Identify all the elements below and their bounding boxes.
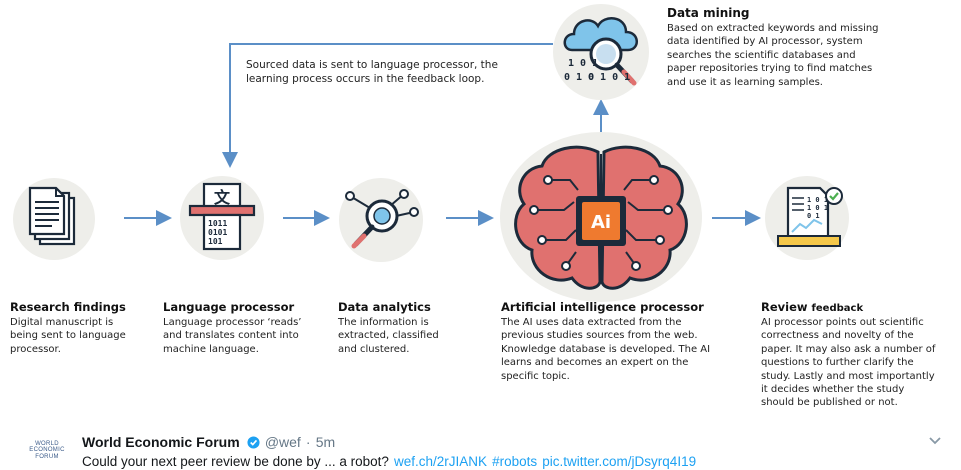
tweet-text: Could your next peer review be done by .… xyxy=(82,454,389,469)
tweet-author-name[interactable]: World Economic Forum xyxy=(82,434,240,450)
ai-brain-icon: Ai xyxy=(514,145,688,290)
tweet-link-pic[interactable]: pic.twitter.com/jDsyrq4I19 xyxy=(542,454,697,469)
wef-logo-line-3: FORUM xyxy=(35,453,59,460)
translate-glyph: 文 xyxy=(214,188,231,207)
ai-line-1: The AI uses data extracted from the xyxy=(501,317,682,328)
language-line-3: machine language. xyxy=(163,343,259,355)
review-binary-2: 1 0 1 xyxy=(807,204,828,212)
ai-body: The AI uses data extracted from the prev… xyxy=(501,316,710,383)
data-mining-line-4: paper repositories trying to find matche… xyxy=(667,63,873,75)
tweet-time[interactable]: 5m xyxy=(315,434,336,450)
lang-binary-1: 1011 xyxy=(208,219,227,228)
mining-binary-2: 0 1 0 xyxy=(564,72,594,83)
tweet-separator: · xyxy=(305,434,311,450)
tweet-link-wef[interactable]: wef.ch/2rJIANK xyxy=(394,454,488,469)
arrow-feedback-loop xyxy=(222,43,553,168)
ai-line-5: specific topic. xyxy=(501,370,570,382)
wef-logo-line-1: WORLD xyxy=(35,441,59,447)
ai-chip-label: Ai xyxy=(591,212,611,233)
analytics-magnifier-icon xyxy=(345,189,419,249)
review-title-main: Review xyxy=(761,300,808,314)
research-line-1: Digital manuscript is xyxy=(10,317,114,328)
analytics-title: Data analytics xyxy=(338,300,431,314)
data-mining-line-5: and use it as learning samples. xyxy=(667,76,823,88)
tweet-handle[interactable]: @wef xyxy=(264,434,301,450)
ai-line-4: learns and becomes an expert on the xyxy=(501,357,689,369)
review-line-6: it decides whether the study xyxy=(761,384,905,396)
analytics-body: The information is extracted, classified… xyxy=(338,316,439,356)
data-mining-body: Based on extracted keywords and missing … xyxy=(667,22,879,89)
analytics-line-2: extracted, classified xyxy=(338,330,439,342)
feedback-note: Sourced data is sent to language process… xyxy=(246,58,498,86)
lang-binary-3: 101 xyxy=(208,237,223,246)
language-line-2: and translates content into xyxy=(163,330,299,342)
review-title-suffix: feedback xyxy=(811,303,864,314)
review-body: AI processor points out scientific corre… xyxy=(761,316,935,410)
verified-badge-icon xyxy=(247,436,260,449)
review-line-3: paper. It may also ask a number of xyxy=(761,343,936,355)
language-title: Language processor xyxy=(163,300,295,314)
feedback-note-line-2: learning process occurs in the feedback … xyxy=(246,73,485,85)
tweet-body: Could your next peer review be done by .… xyxy=(82,451,696,470)
review-line-2: correctness and novelty of the xyxy=(761,330,914,342)
review-title: Review feedback xyxy=(761,300,863,314)
mining-binary-1: 1 0 1 xyxy=(568,58,598,69)
cloud-search-icon: 1 0 1 0 1 0 0 1 0 1 xyxy=(563,17,638,86)
language-line-1: Language processor ‘reads’ xyxy=(163,317,302,328)
review-line-5: study. Lastly and most importantly xyxy=(761,370,935,382)
feedback-note-line-1: Sourced data is sent to language process… xyxy=(246,59,498,71)
review-line-7: should be published or not. xyxy=(761,397,898,409)
review-line-1: AI processor points out scientific xyxy=(761,317,924,328)
review-line-4: questions to further clarify the xyxy=(761,357,914,369)
ai-line-2: previous studies sources from the web. xyxy=(501,330,698,342)
review-document-icon: 1 0 1 1 0 1 0 1 xyxy=(777,186,843,247)
lang-binary-2: 0101 xyxy=(208,228,227,237)
wef-logo[interactable]: WORLD ECONOMIC FORUM xyxy=(24,441,70,467)
analytics-line-3: and clustered. xyxy=(338,343,410,355)
chevron-down-icon[interactable] xyxy=(928,436,942,446)
research-body: Digital manuscript is being sent to lang… xyxy=(10,316,126,356)
translate-icon: 文 1011 0101 101 xyxy=(188,182,256,251)
analytics-line-1: The information is xyxy=(338,317,429,328)
data-mining-line-3: searches the scientific databases and xyxy=(667,49,856,61)
document-stack-icon xyxy=(28,186,76,246)
research-title: Research findings xyxy=(10,300,126,314)
ai-title: Artificial intelligence processor xyxy=(501,300,704,314)
data-mining-title: Data mining xyxy=(667,6,750,20)
ai-line-3: Knowledge database is developed. The AI xyxy=(501,343,711,355)
research-line-3: processor. xyxy=(10,343,61,355)
tweet-hashtag[interactable]: #robots xyxy=(492,454,538,469)
data-mining-line-2: data identified by AI processor, system xyxy=(667,36,863,48)
review-binary-3: 0 1 xyxy=(807,212,820,220)
tweet-header: World Economic Forum @wef · 5m xyxy=(82,432,335,451)
review-binary-1: 1 0 1 xyxy=(807,196,828,204)
research-line-2: being sent to language xyxy=(10,330,126,342)
language-body: Language processor ‘reads’ and translate… xyxy=(163,316,301,356)
wef-logo-line-2: ECONOMIC xyxy=(29,447,65,454)
data-mining-line-1: Based on extracted keywords and missing xyxy=(667,23,879,34)
mining-binary-3: 0 1 0 1 xyxy=(588,72,630,83)
